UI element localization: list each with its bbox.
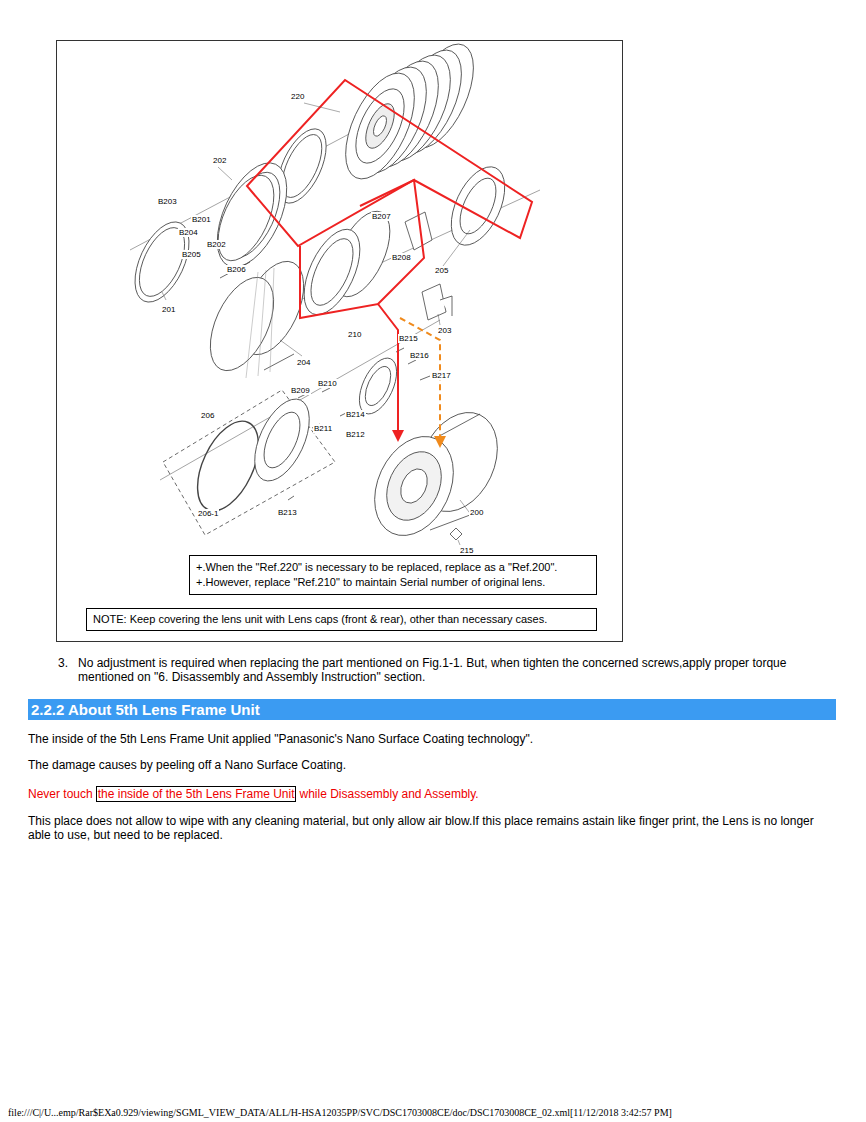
boxed-phrase-text: the inside of the 5th Lens Frame Unit bbox=[98, 787, 295, 801]
file-path-footer: file:///C|/U...emp/Rar$EXa0.929/viewing/… bbox=[8, 1106, 672, 1120]
orange-dashed-arrow bbox=[434, 436, 446, 448]
figure-frame bbox=[57, 41, 623, 642]
leader-lines bbox=[218, 167, 232, 180]
lens-unit-200 bbox=[359, 424, 468, 549]
callout-number: B212 bbox=[345, 430, 366, 439]
rings bbox=[440, 159, 515, 254]
callout-number: B217 bbox=[431, 371, 452, 380]
callout-number: 201 bbox=[161, 305, 176, 314]
lens-barrel-220 bbox=[346, 82, 414, 171]
callout-number: B206 bbox=[226, 265, 247, 274]
callout-number: 206-1 bbox=[197, 509, 219, 518]
callout-number: 220 bbox=[290, 92, 305, 101]
lens-unit-200 bbox=[396, 465, 433, 508]
red-outline bbox=[247, 80, 532, 246]
leader-lines bbox=[458, 540, 460, 545]
callout-number: 205 bbox=[434, 266, 449, 275]
note-box-text: +.When the "Ref.220" is necessary to be … bbox=[196, 560, 590, 575]
callout-number: B209 bbox=[290, 386, 311, 395]
rings bbox=[124, 214, 200, 311]
leader-lines bbox=[304, 103, 340, 112]
lens-barrel-220 bbox=[371, 114, 389, 138]
list-number: 3. bbox=[58, 656, 68, 670]
leader-lines bbox=[280, 340, 302, 356]
gasket-group-206 bbox=[163, 390, 335, 535]
red-outline bbox=[392, 430, 404, 442]
paragraph: No adjustment is required when replacing… bbox=[78, 656, 838, 684]
callout-number: B214 bbox=[345, 410, 366, 419]
paragraph: This place does not allow to wipe with a… bbox=[28, 814, 828, 842]
focus-ring-204 bbox=[197, 268, 286, 381]
callout-number: B202 bbox=[206, 240, 227, 249]
callout-number: B210 bbox=[317, 379, 338, 388]
lens-barrel-220 bbox=[360, 100, 400, 153]
callout-number: B208 bbox=[391, 253, 412, 262]
frame-unit-210 bbox=[440, 296, 452, 316]
red-outline bbox=[360, 180, 424, 304]
leader-lines bbox=[438, 314, 440, 325]
callout-number: B204 bbox=[178, 228, 199, 237]
section-heading-band: 2.2.2 About 5th Lens Frame Unit bbox=[28, 699, 836, 720]
warning-text: Never touch bbox=[28, 787, 93, 801]
gasket-group-206 bbox=[163, 390, 335, 535]
note-box-text: +.However, replace "Ref.210" to maintain… bbox=[196, 575, 590, 590]
note-box-text: NOTE: Keep covering the lens unit with L… bbox=[93, 612, 590, 627]
boxed-phrase: the inside of the 5th Lens Frame Unit bbox=[96, 786, 297, 802]
lens-unit-200 bbox=[359, 400, 512, 549]
focus-ring-204 bbox=[197, 252, 316, 381]
callout-number: 200 bbox=[469, 508, 484, 517]
gasket-group-206 bbox=[257, 407, 308, 473]
callout-number: B213 bbox=[277, 508, 298, 517]
warning-text: while Disassembly and Assembly. bbox=[299, 787, 478, 801]
lens-barrel-220 bbox=[331, 34, 487, 189]
leader-lines bbox=[162, 292, 166, 300]
callout-number: B207 bbox=[371, 212, 392, 221]
small-ring bbox=[360, 363, 396, 410]
callout-number: 206 bbox=[200, 411, 215, 420]
callout-number: B216 bbox=[409, 351, 430, 360]
paragraph: The damage causes by peeling off a Nano … bbox=[28, 758, 838, 772]
callout-number: 215 bbox=[459, 546, 474, 555]
callout-number: 203 bbox=[437, 326, 452, 335]
note-box: +.When the "Ref.220" is necessary to be … bbox=[189, 555, 597, 595]
paragraph: The inside of the 5th Lens Frame Unit ap… bbox=[28, 732, 838, 746]
red-outline bbox=[247, 80, 532, 442]
callout-number: 210 bbox=[347, 330, 362, 339]
callout-number: B203 bbox=[157, 197, 178, 206]
callout-number: B215 bbox=[398, 334, 419, 343]
red-outline bbox=[300, 246, 398, 432]
lens-unit-200 bbox=[376, 443, 452, 529]
callout-number: B201 bbox=[191, 215, 212, 224]
note-box: NOTE: Keep covering the lens unit with L… bbox=[86, 608, 597, 631]
lens-unit-200 bbox=[450, 528, 462, 540]
focus-ring-204 bbox=[246, 268, 274, 378]
callout-number: 202 bbox=[212, 156, 227, 165]
gasket-group-206 bbox=[243, 391, 320, 489]
section-heading-band-text: 2.2.2 About 5th Lens Frame Unit bbox=[31, 699, 833, 720]
rings bbox=[203, 152, 301, 277]
callout-number: B205 bbox=[181, 250, 202, 259]
leader-lines bbox=[162, 103, 472, 545]
callout-number: 204 bbox=[296, 358, 311, 367]
frame-unit-210 bbox=[302, 233, 361, 312]
callout-number: B211 bbox=[313, 424, 333, 433]
